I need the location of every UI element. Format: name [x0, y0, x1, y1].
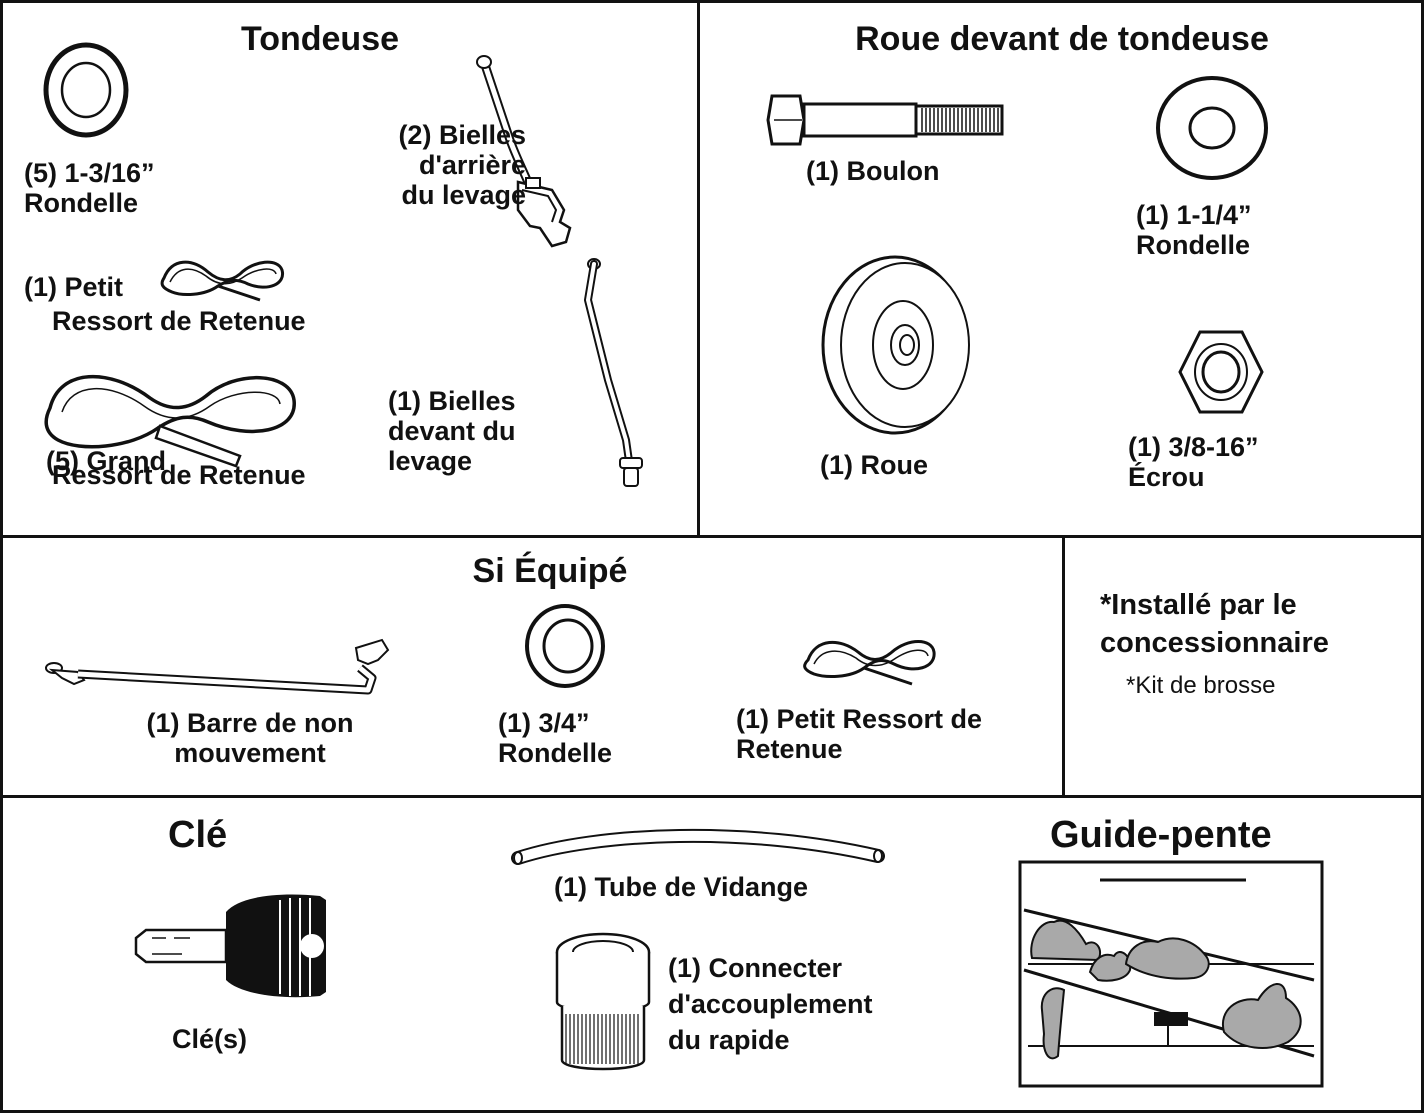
- hex-nut-label: (1) 3/8-16” Écrou: [1128, 432, 1259, 492]
- rear-lift-link-icon: [476, 55, 572, 248]
- section-title-cle: Clé: [168, 814, 228, 856]
- anti-scalp-bar-label: (1) Barre de non mouvement: [146, 708, 354, 768]
- large-spring-label-line2: Ressort de Retenue: [52, 460, 306, 490]
- ignition-key-icon: [134, 894, 326, 998]
- drain-tube-label: (1) Tube de Vidange: [554, 872, 809, 902]
- hex-nut-icon: [1178, 330, 1264, 414]
- section-title-tondeuse: Tondeuse: [240, 20, 400, 58]
- large-washer-icon: [1156, 76, 1268, 180]
- small-washer-label: (1) 3/4” Rondelle: [498, 708, 613, 768]
- washer-label: (5) 1-3/16” Rondelle: [24, 158, 155, 218]
- equip-spring-icon: [803, 640, 936, 686]
- front-link-label: (1) Bielles devant du levage: [388, 386, 516, 476]
- large-retaining-spring-icon: [44, 375, 296, 468]
- dealer-note: *Kit de brosse: [1126, 672, 1276, 699]
- small-spring-label-line2: Ressort de Retenue: [52, 306, 306, 336]
- section-title-roue: Roue devant de tondeuse: [855, 20, 1269, 58]
- divider-row1: [0, 535, 1424, 538]
- small-retaining-spring-icon: [160, 260, 285, 302]
- small-spring-label-line1: (1) Petit: [24, 272, 124, 302]
- large-washer-label: (1) 1-1/4” Rondelle: [1136, 200, 1252, 260]
- wheel-label: (1) Roue: [820, 450, 928, 480]
- anti-scalp-bar-icon: [45, 638, 390, 695]
- front-lift-link-icon: [584, 258, 643, 487]
- divider-row2: [0, 795, 1424, 798]
- section-title-si-equipe: Si Équipé: [472, 552, 628, 590]
- divider-top-vertical: [697, 0, 700, 537]
- drain-tube-icon: [511, 828, 885, 865]
- rear-links-label: (2) Bielles d'arrière du levage: [398, 120, 526, 210]
- washer-icon: [43, 42, 129, 138]
- bolt-label: (1) Boulon: [806, 156, 940, 186]
- small-washer-icon: [525, 604, 605, 688]
- quick-connector-label: (1) Connecter d'accouplement du rapide: [668, 953, 873, 1055]
- slope-guide-icon: [1018, 860, 1324, 1088]
- section-title-guide-pente: Guide-pente: [1050, 814, 1272, 856]
- dealer-title: *Installé par le concessionnaire: [1100, 589, 1329, 659]
- large-spring-label-line1: (5) Grand: [46, 446, 167, 476]
- equip-spring-label: (1) Petit Ressort de Retenue: [736, 704, 983, 764]
- quick-connector-icon: [555, 932, 651, 1071]
- bolt-icon: [766, 94, 1004, 146]
- wheel-icon: [821, 255, 970, 435]
- divider-mid-vertical: [1062, 535, 1065, 797]
- key-label: Clé(s): [172, 1024, 248, 1054]
